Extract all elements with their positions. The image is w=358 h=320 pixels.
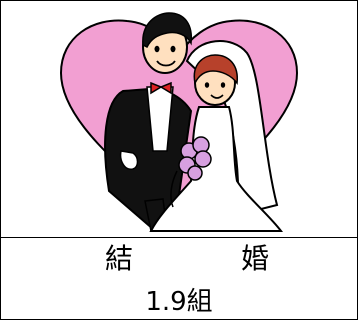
bouquet-icon xyxy=(170,136,212,208)
stat-value: 1.9組 xyxy=(145,286,213,317)
stat-label-char-2: 婚 xyxy=(240,242,269,275)
wedding-couple-illustration xyxy=(59,12,299,232)
bride-figure xyxy=(149,40,284,232)
stat-label-char-1: 結 xyxy=(105,242,134,275)
groom-figure xyxy=(104,12,193,232)
divider xyxy=(1,237,357,238)
stat-label: 結 婚 xyxy=(1,239,357,279)
